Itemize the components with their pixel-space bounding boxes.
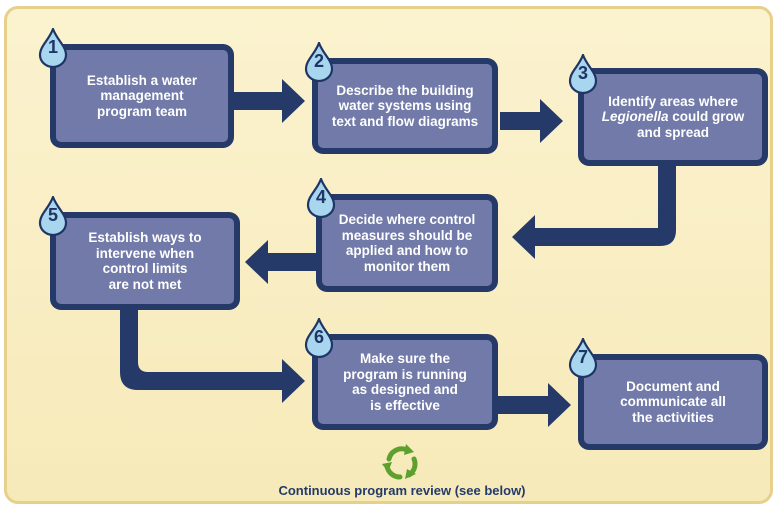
- step-5-number: 5: [47, 205, 58, 225]
- step-7-line: communicate all: [620, 394, 726, 410]
- step-3-line: Identify areas where: [608, 93, 738, 109]
- step-1-line: Establish a water: [86, 72, 198, 88]
- water-drop-icon: 5: [38, 196, 68, 236]
- step-1-line: program team: [96, 103, 187, 119]
- step-2-number: 2: [313, 51, 324, 71]
- step-5-line: control limits: [102, 261, 188, 276]
- water-drop-icon: 4: [306, 178, 336, 218]
- step-7-line: the activities: [632, 409, 714, 425]
- step-1-box: Establish a water management program tea…: [50, 44, 234, 148]
- step-4-line: applied and how to: [345, 243, 469, 258]
- water-drop-icon: 3: [568, 54, 598, 94]
- review-caption: Continuous program review (see below): [278, 483, 526, 498]
- step-3-number: 3: [577, 63, 588, 83]
- step-1-number: 1: [47, 37, 58, 57]
- step-5-box: Establish ways to intervene when control…: [50, 212, 240, 310]
- step-7-box: Document and communicate all the activit…: [578, 354, 768, 450]
- arrow-3-to-4: [512, 164, 676, 259]
- step-6-text: Make sure the program is running as desi…: [318, 340, 492, 424]
- step-4-box: Decide where control measures should be …: [316, 194, 498, 292]
- arrow-1-to-2: [234, 79, 305, 123]
- legionella-term: Legionella: [601, 109, 669, 125]
- step-5-line: Establish ways to: [88, 230, 202, 245]
- water-drop-icon: 1: [38, 28, 68, 68]
- step-7-line: Document and: [626, 378, 720, 394]
- step-5-line: intervene when: [95, 245, 195, 261]
- step-7-number: 7: [577, 347, 588, 367]
- step-2-text: Describe the building water systems usin…: [318, 64, 492, 148]
- step-3-text: Identify areas where Legionella could gr…: [584, 74, 762, 160]
- water-drop-icon: 7: [568, 338, 598, 378]
- step-6-line: Make sure the: [359, 351, 451, 366]
- step-2-line: text and flow diagrams: [331, 113, 479, 129]
- step-4-text: Decide where control measures should be …: [322, 200, 492, 286]
- step-3-line: Legionella could grow: [602, 109, 745, 125]
- step-4-line: monitor them: [363, 258, 451, 274]
- step-1-line: management: [100, 88, 184, 104]
- step-5-text: Establish ways to intervene when control…: [56, 218, 234, 304]
- water-drop-icon: 2: [304, 42, 334, 82]
- step-6-line: program is running: [343, 366, 467, 382]
- step-6-number: 6: [313, 327, 324, 347]
- step-6-box: Make sure the program is running as desi…: [312, 334, 498, 430]
- step-2-line: Describe the building: [336, 82, 474, 98]
- step-6-line: as designed and: [352, 382, 458, 397]
- step-4-line: Decide where control: [338, 212, 476, 227]
- step-7-text: Document and communicate all the activit…: [584, 360, 762, 444]
- recycle-arrows-icon: [382, 444, 418, 480]
- step-2-line: water systems using: [338, 98, 472, 114]
- step-3-line-rest: could grow: [668, 109, 745, 125]
- arrow-4-to-5: [245, 240, 316, 284]
- step-2-box: Describe the building water systems usin…: [312, 58, 498, 154]
- arrow-5-to-6: [120, 308, 305, 403]
- step-4-number: 4: [315, 187, 326, 207]
- step-3-box: Identify areas where Legionella could gr…: [578, 68, 768, 166]
- water-drop-icon: 6: [304, 318, 334, 358]
- arrow-6-to-7: [498, 383, 571, 427]
- step-6-line: is effective: [370, 397, 440, 413]
- step-5-line: are not met: [108, 276, 182, 292]
- step-1-text: Establish a water management program tea…: [56, 50, 228, 142]
- step-4-line: measures should be: [341, 227, 473, 243]
- step-3-line: and spread: [636, 124, 709, 140]
- arrow-2-to-3: [500, 99, 563, 143]
